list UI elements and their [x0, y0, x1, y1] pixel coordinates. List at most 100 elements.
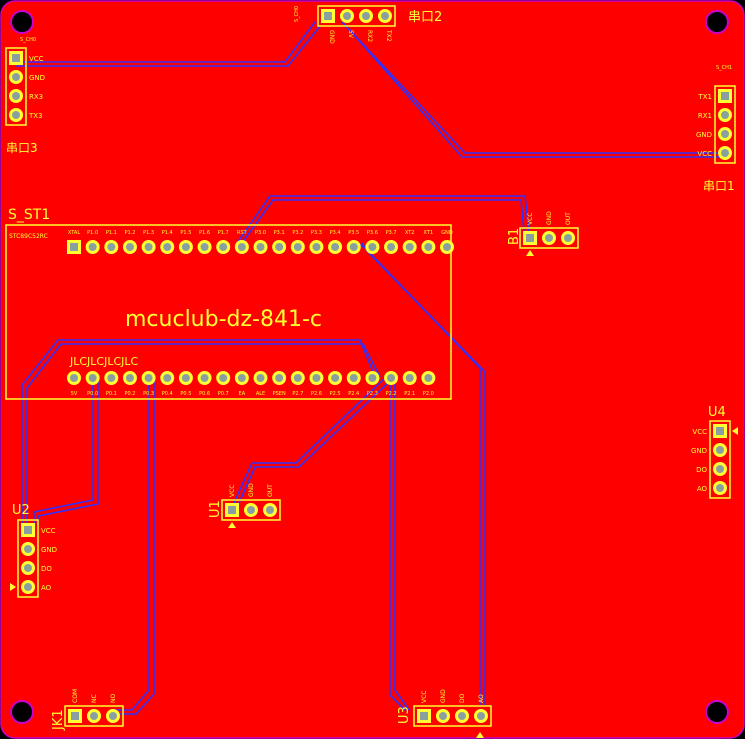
header-pin-label: OUT	[267, 484, 274, 497]
mcu-bottom-pin-label: P0.3	[143, 391, 154, 397]
header-pad-core	[721, 149, 729, 157]
header-designator: U2	[12, 503, 30, 518]
header-pin-label: GND	[41, 546, 57, 554]
header-pad-core	[12, 92, 20, 100]
header-ref-label: S_CH0	[20, 37, 36, 43]
mcu-top-pad-core	[70, 243, 78, 251]
header-pad-core	[716, 446, 724, 454]
header-pad-core	[564, 234, 572, 242]
mcu-bottom-pin-label: P0.7	[218, 391, 229, 397]
mcu-bottom-pin-label: P0.0	[87, 391, 98, 397]
pin1-marker	[732, 427, 738, 435]
header-designator: JK1	[51, 709, 66, 731]
mcu-top-pin-label: P3.0	[255, 230, 266, 236]
mcu-top-pad-core	[368, 243, 377, 251]
header-pad-core	[477, 712, 485, 720]
header-pad-core	[343, 12, 351, 20]
mcu-bottom-pin-label: P0.5	[180, 391, 191, 397]
header-pin-label: AO	[697, 485, 708, 493]
mounting-hole-tr	[705, 10, 729, 34]
mcu-bottom-pin-label: P2.4	[348, 391, 359, 397]
mcu-top-pad-core	[443, 243, 451, 251]
mcu-top-pin-label: P3.1	[274, 230, 285, 236]
header-ref-label: S_CH1	[716, 65, 732, 71]
mcu-top-pin-label: P3.3	[311, 230, 322, 236]
header-pad-core	[24, 545, 32, 553]
mcu-bottom-pad-core	[200, 374, 209, 382]
mcu-chip-label: STC89C52RC	[9, 233, 48, 240]
mcu-bottom-pad-core	[424, 374, 433, 382]
mcu-bottom-pin-label: EA	[239, 391, 246, 397]
header-pad-core	[381, 12, 389, 20]
mcu-top-pin-label: XT2	[405, 230, 415, 236]
header-pin-label: GND	[546, 211, 553, 225]
header-pin-label: OUT	[565, 212, 572, 225]
header-pin-label: NC	[91, 694, 98, 703]
header-pad-core	[721, 130, 729, 138]
header-pin-label: TX1	[697, 93, 712, 101]
header-pin-label: VCC	[29, 55, 44, 63]
board-title: mcuclub-dz-841-c	[125, 307, 322, 332]
header-pin-label: RX3	[29, 93, 43, 101]
mcu-bottom-pad-core	[181, 374, 190, 382]
header-pin-label: TX3	[28, 112, 43, 120]
mcu-top-pad-core	[125, 243, 134, 251]
mcu-bottom-pin-label: P0.2	[124, 391, 135, 397]
mcu-top-pin-label: P3.2	[292, 230, 303, 236]
mounting-hole-br	[705, 700, 729, 724]
header-pin-label: DO	[696, 466, 707, 474]
header-pin-label: VCC	[697, 150, 712, 158]
header-pad-core	[12, 73, 20, 81]
mcu-bottom-pad-core	[256, 374, 265, 382]
header-pad-core	[228, 506, 236, 514]
header-designator: U1	[208, 500, 223, 518]
header-outline	[17, 519, 39, 598]
mcu-bottom-pin-label: P0.6	[199, 391, 210, 397]
mcu-top-pin-label: RST	[237, 230, 248, 236]
mcu-top-pin-label: P3.5	[348, 230, 359, 236]
mcu-top-pad-core	[349, 243, 358, 251]
header-pad-core	[24, 526, 32, 534]
mcu-top-pad-core	[387, 243, 396, 251]
mcu-bottom-pin-label: 5V	[71, 391, 78, 397]
mcu-top-pin-label: P3.4	[330, 230, 341, 236]
mcu-bottom-pin-label: P2.3	[367, 391, 378, 397]
header-pad-core	[362, 12, 370, 20]
mcu-designator: S_ST1	[8, 207, 50, 223]
mcu-top-pad-core	[331, 243, 340, 251]
header-pin-label: DO	[41, 565, 52, 573]
mounting-hole-tl	[10, 10, 34, 34]
mcu-bottom-pad-core	[237, 374, 246, 382]
mounting-holes	[10, 10, 729, 724]
mcu-top-pin-label: P1.3	[143, 230, 154, 236]
mcu-bottom-pad-core	[331, 374, 340, 382]
mcu-top-pad-core	[312, 243, 321, 251]
header-pad-core	[721, 111, 729, 119]
mcu-bottom-pin-label: P2.0	[423, 391, 434, 397]
mcu-bottom-pad-core	[312, 374, 321, 382]
header-pin-label: VCC	[421, 691, 428, 703]
mcu-bottom-pin-label: P2.1	[404, 391, 415, 397]
header-designator: 串口1	[703, 179, 735, 193]
header-pad-core	[24, 564, 32, 572]
header-outline	[714, 85, 736, 164]
mcu-bottom-pad-core	[125, 374, 134, 382]
header-outline	[709, 420, 731, 499]
mcu-bottom-pad-core	[88, 374, 97, 382]
mounting-hole-bl	[10, 700, 34, 724]
header-pin-label: GND	[29, 74, 45, 82]
header-pad-core	[90, 712, 98, 720]
mcu-bottom-pad-core	[163, 374, 172, 382]
mcu-top-pin-label: GND	[441, 230, 453, 236]
mcu-top-pad-core	[405, 243, 414, 251]
mcu-top-pad-core	[293, 243, 302, 251]
header-pad-core	[545, 234, 553, 242]
mcu-bottom-pad-core	[275, 374, 284, 382]
